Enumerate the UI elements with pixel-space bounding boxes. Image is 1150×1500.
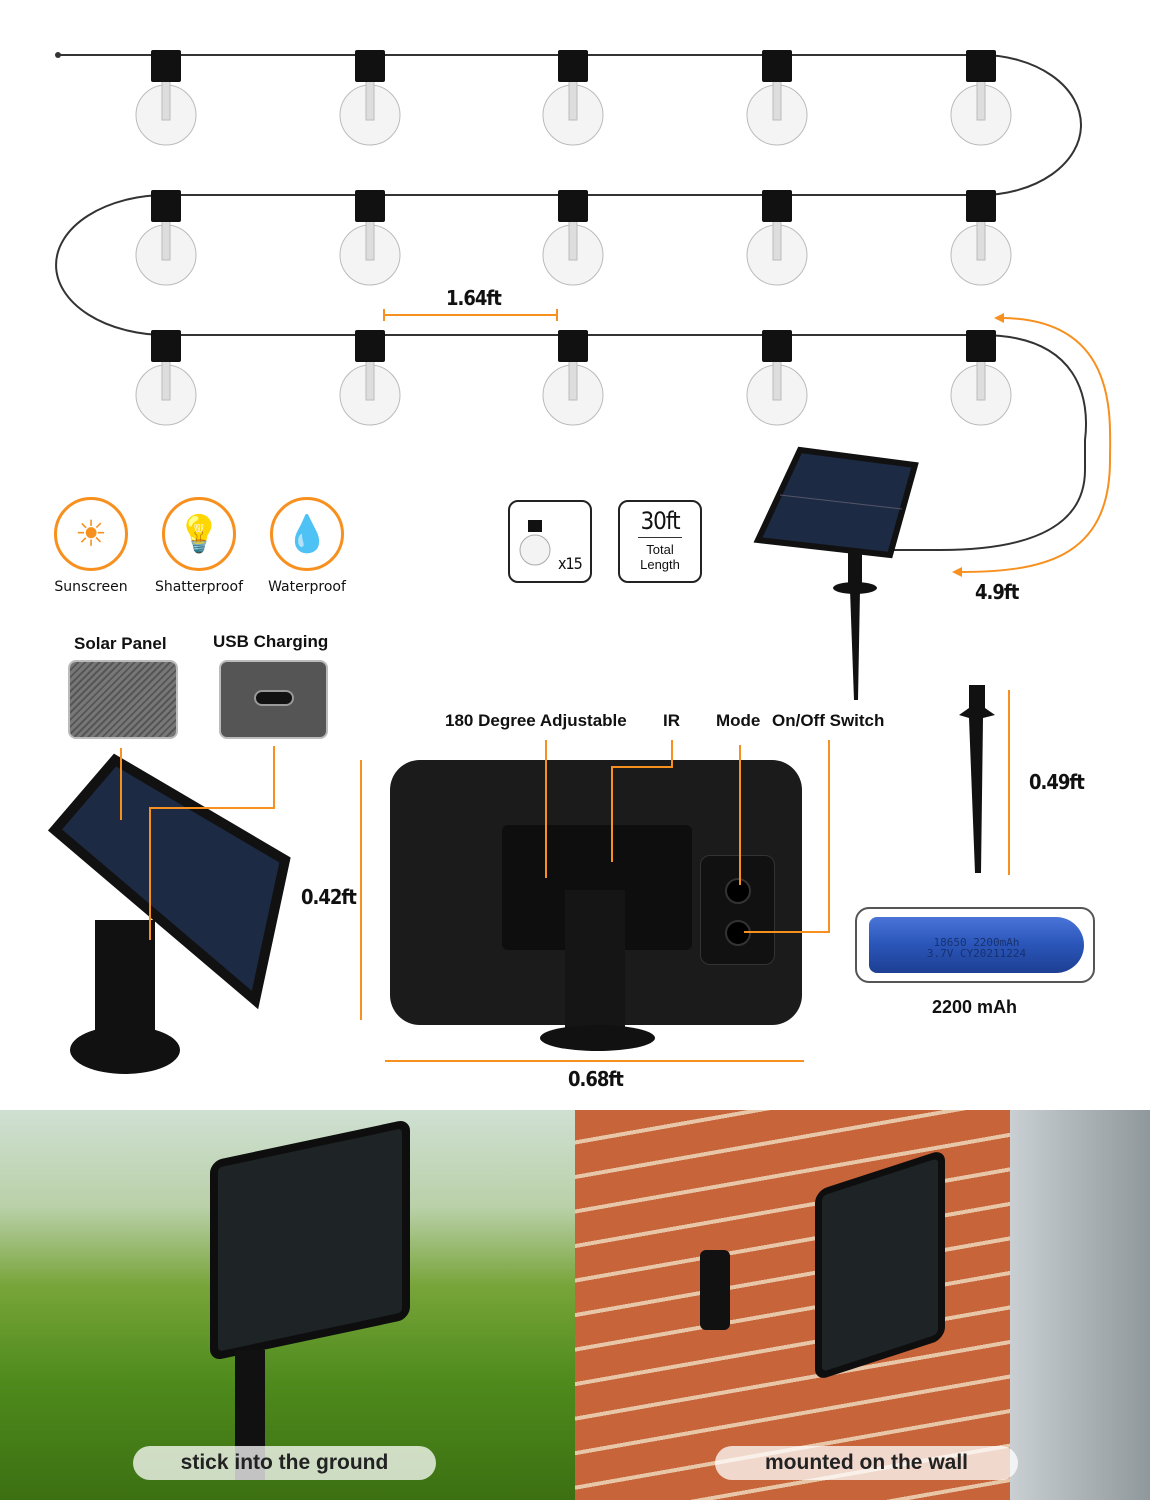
photo-stake-in-ground xyxy=(0,1110,575,1500)
feature-shatterproof: 💡 Shatterproof xyxy=(154,497,244,595)
solar-panel-side-image xyxy=(47,746,291,1074)
callout-adjustable: 180 Degree Adjustable xyxy=(445,711,627,730)
stake-length-label: 0.49ft xyxy=(1029,770,1085,794)
bulb-spacing-label: 1.64ft xyxy=(446,286,502,310)
feature-label: Shatterproof xyxy=(154,579,244,595)
feature-label: Sunscreen xyxy=(54,579,128,595)
feature-label: Waterproof xyxy=(268,579,346,595)
bulb xyxy=(950,190,1012,286)
solar-panel-back-image xyxy=(390,760,802,1030)
bulb xyxy=(542,190,604,286)
bulb xyxy=(339,190,401,286)
feature-waterproof: 💧 Waterproof xyxy=(262,497,352,595)
usb-port-closeup xyxy=(219,660,328,739)
photo-wall-mounted xyxy=(575,1110,1150,1500)
battery-print: 3.7V CY20211224 xyxy=(926,947,1027,960)
feature-sunscreen: ☀ Sunscreen xyxy=(46,497,136,595)
callout-ir: IR xyxy=(663,711,680,730)
bulb xyxy=(542,50,604,146)
lead-cable-length-label: 4.9ft xyxy=(975,580,1019,604)
panel-width-label: 0.68ft xyxy=(568,1067,624,1091)
solar-panel-closeup xyxy=(68,660,178,739)
bulb xyxy=(746,190,808,286)
caption-wall: mounted on the wall xyxy=(715,1446,1018,1480)
bulb xyxy=(542,330,604,426)
mode-button xyxy=(725,878,751,904)
caption-ground: stick into the ground xyxy=(133,1446,436,1480)
control-module xyxy=(700,855,775,965)
bulb xyxy=(339,330,401,426)
battery-capacity: 2200 mAh xyxy=(932,997,1018,1017)
bulb xyxy=(950,330,1012,426)
water-drop-icon: 💧 xyxy=(270,497,344,571)
bulb-quantity: x15 xyxy=(558,554,583,573)
bulb-quantity-box: x15 xyxy=(508,500,592,583)
usb-charging-detail-label: USB Charging xyxy=(213,632,329,651)
battery-box: 18650 2200mAh 3.7V CY20211224 xyxy=(855,907,1095,983)
bulb xyxy=(135,330,197,426)
callout-switch: On/Off Switch xyxy=(772,711,885,730)
total-length-value: 30ft xyxy=(640,507,680,535)
bulb xyxy=(746,50,808,146)
solar-panel-stake-image xyxy=(753,446,919,700)
battery-image: 18650 2200mAh 3.7V CY20211224 xyxy=(869,917,1084,973)
string-lights-diagram xyxy=(55,50,1112,577)
shatterproof-bulb-icon: 💡 xyxy=(162,497,236,571)
bulb xyxy=(746,330,808,426)
panel-height-label: 0.42ft xyxy=(301,885,357,909)
bulb xyxy=(950,50,1012,146)
battery-print: 18650 2200mAh xyxy=(933,936,1020,949)
sun-icon: ☀ xyxy=(54,497,128,571)
bulb xyxy=(135,190,197,286)
solar-panel-detail-label: Solar Panel xyxy=(74,634,167,653)
ground-stake-image xyxy=(959,685,995,873)
bulb-icon xyxy=(519,520,551,566)
bulb xyxy=(135,50,197,146)
total-length-box: 30ft Total Length xyxy=(618,500,702,583)
power-switch xyxy=(725,920,751,946)
bulb xyxy=(339,50,401,146)
callout-mode: Mode xyxy=(716,711,761,730)
total-length-caption: Total Length xyxy=(640,542,680,572)
